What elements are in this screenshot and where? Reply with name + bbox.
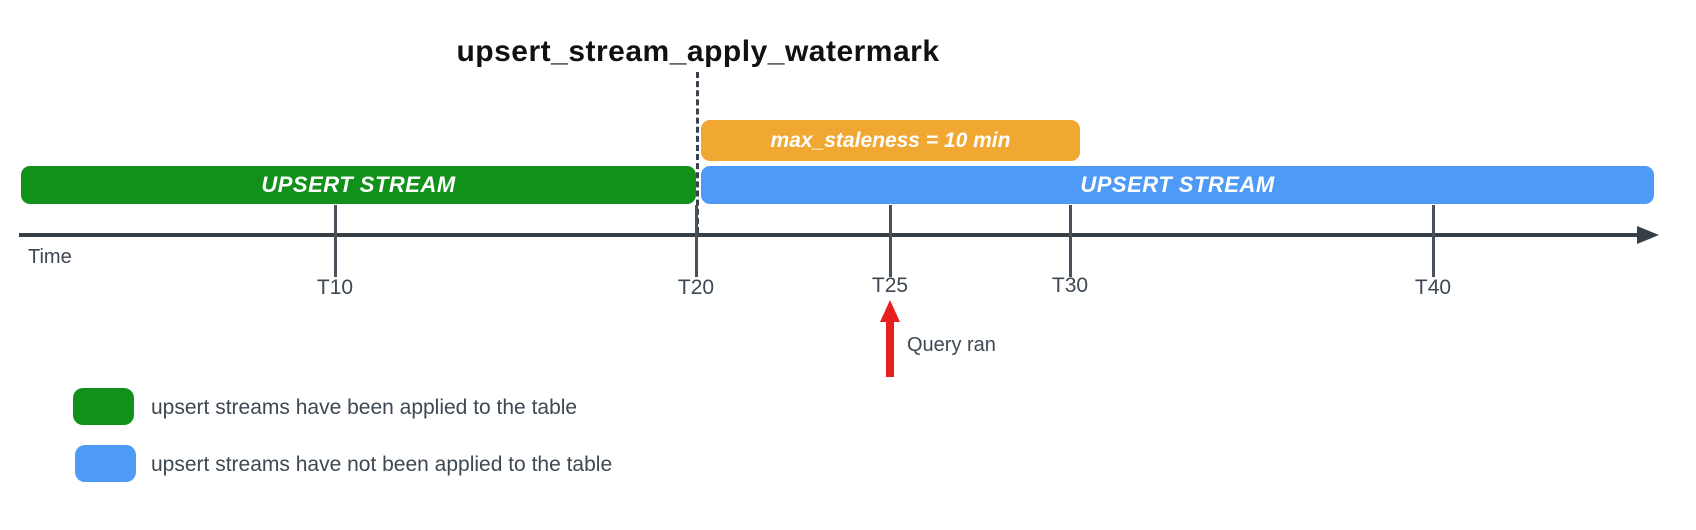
tick-label-t30: T30 bbox=[1051, 274, 1089, 297]
watermark-dashed-line bbox=[696, 72, 699, 233]
time-axis-arrowhead-icon bbox=[1637, 226, 1659, 244]
tick-t10 bbox=[334, 205, 337, 277]
legend-swatch-not-applied bbox=[75, 445, 136, 482]
query-ran-arrow-icon bbox=[880, 300, 900, 322]
legend-label-not-applied: upsert streams have not been applied to … bbox=[151, 453, 613, 476]
upsert-stream-not-applied-bar-label: UPSERT STREAM bbox=[1080, 172, 1275, 197]
legend-label-applied: upsert streams have been applied to the … bbox=[151, 396, 578, 419]
upsert-stream-not-applied-bar: UPSERT STREAM bbox=[701, 166, 1654, 204]
tick-t25 bbox=[889, 205, 892, 277]
tick-label-t40: T40 bbox=[1414, 276, 1452, 299]
tick-label-t25: T25 bbox=[871, 274, 909, 297]
tick-label-t20: T20 bbox=[677, 276, 715, 299]
query-ran-label: Query ran bbox=[907, 334, 996, 356]
upsert-stream-applied-bar: UPSERT STREAM bbox=[21, 166, 696, 204]
diagram-title: upsert_stream_apply_watermark bbox=[456, 35, 940, 68]
upsert-stream-applied-bar-label: UPSERT STREAM bbox=[261, 172, 456, 197]
tick-t20 bbox=[695, 205, 698, 277]
tick-label-t10: T10 bbox=[316, 276, 354, 299]
query-ran-arrow-shaft bbox=[886, 320, 894, 377]
tick-t30 bbox=[1069, 205, 1072, 277]
max-staleness-box: max_staleness = 10 min bbox=[701, 120, 1080, 161]
time-axis-line bbox=[19, 233, 1641, 237]
time-axis-label: Time bbox=[28, 246, 72, 268]
tick-t40 bbox=[1432, 205, 1435, 277]
max-staleness-label: max_staleness = 10 min bbox=[770, 128, 1011, 152]
legend-swatch-applied bbox=[73, 388, 134, 425]
